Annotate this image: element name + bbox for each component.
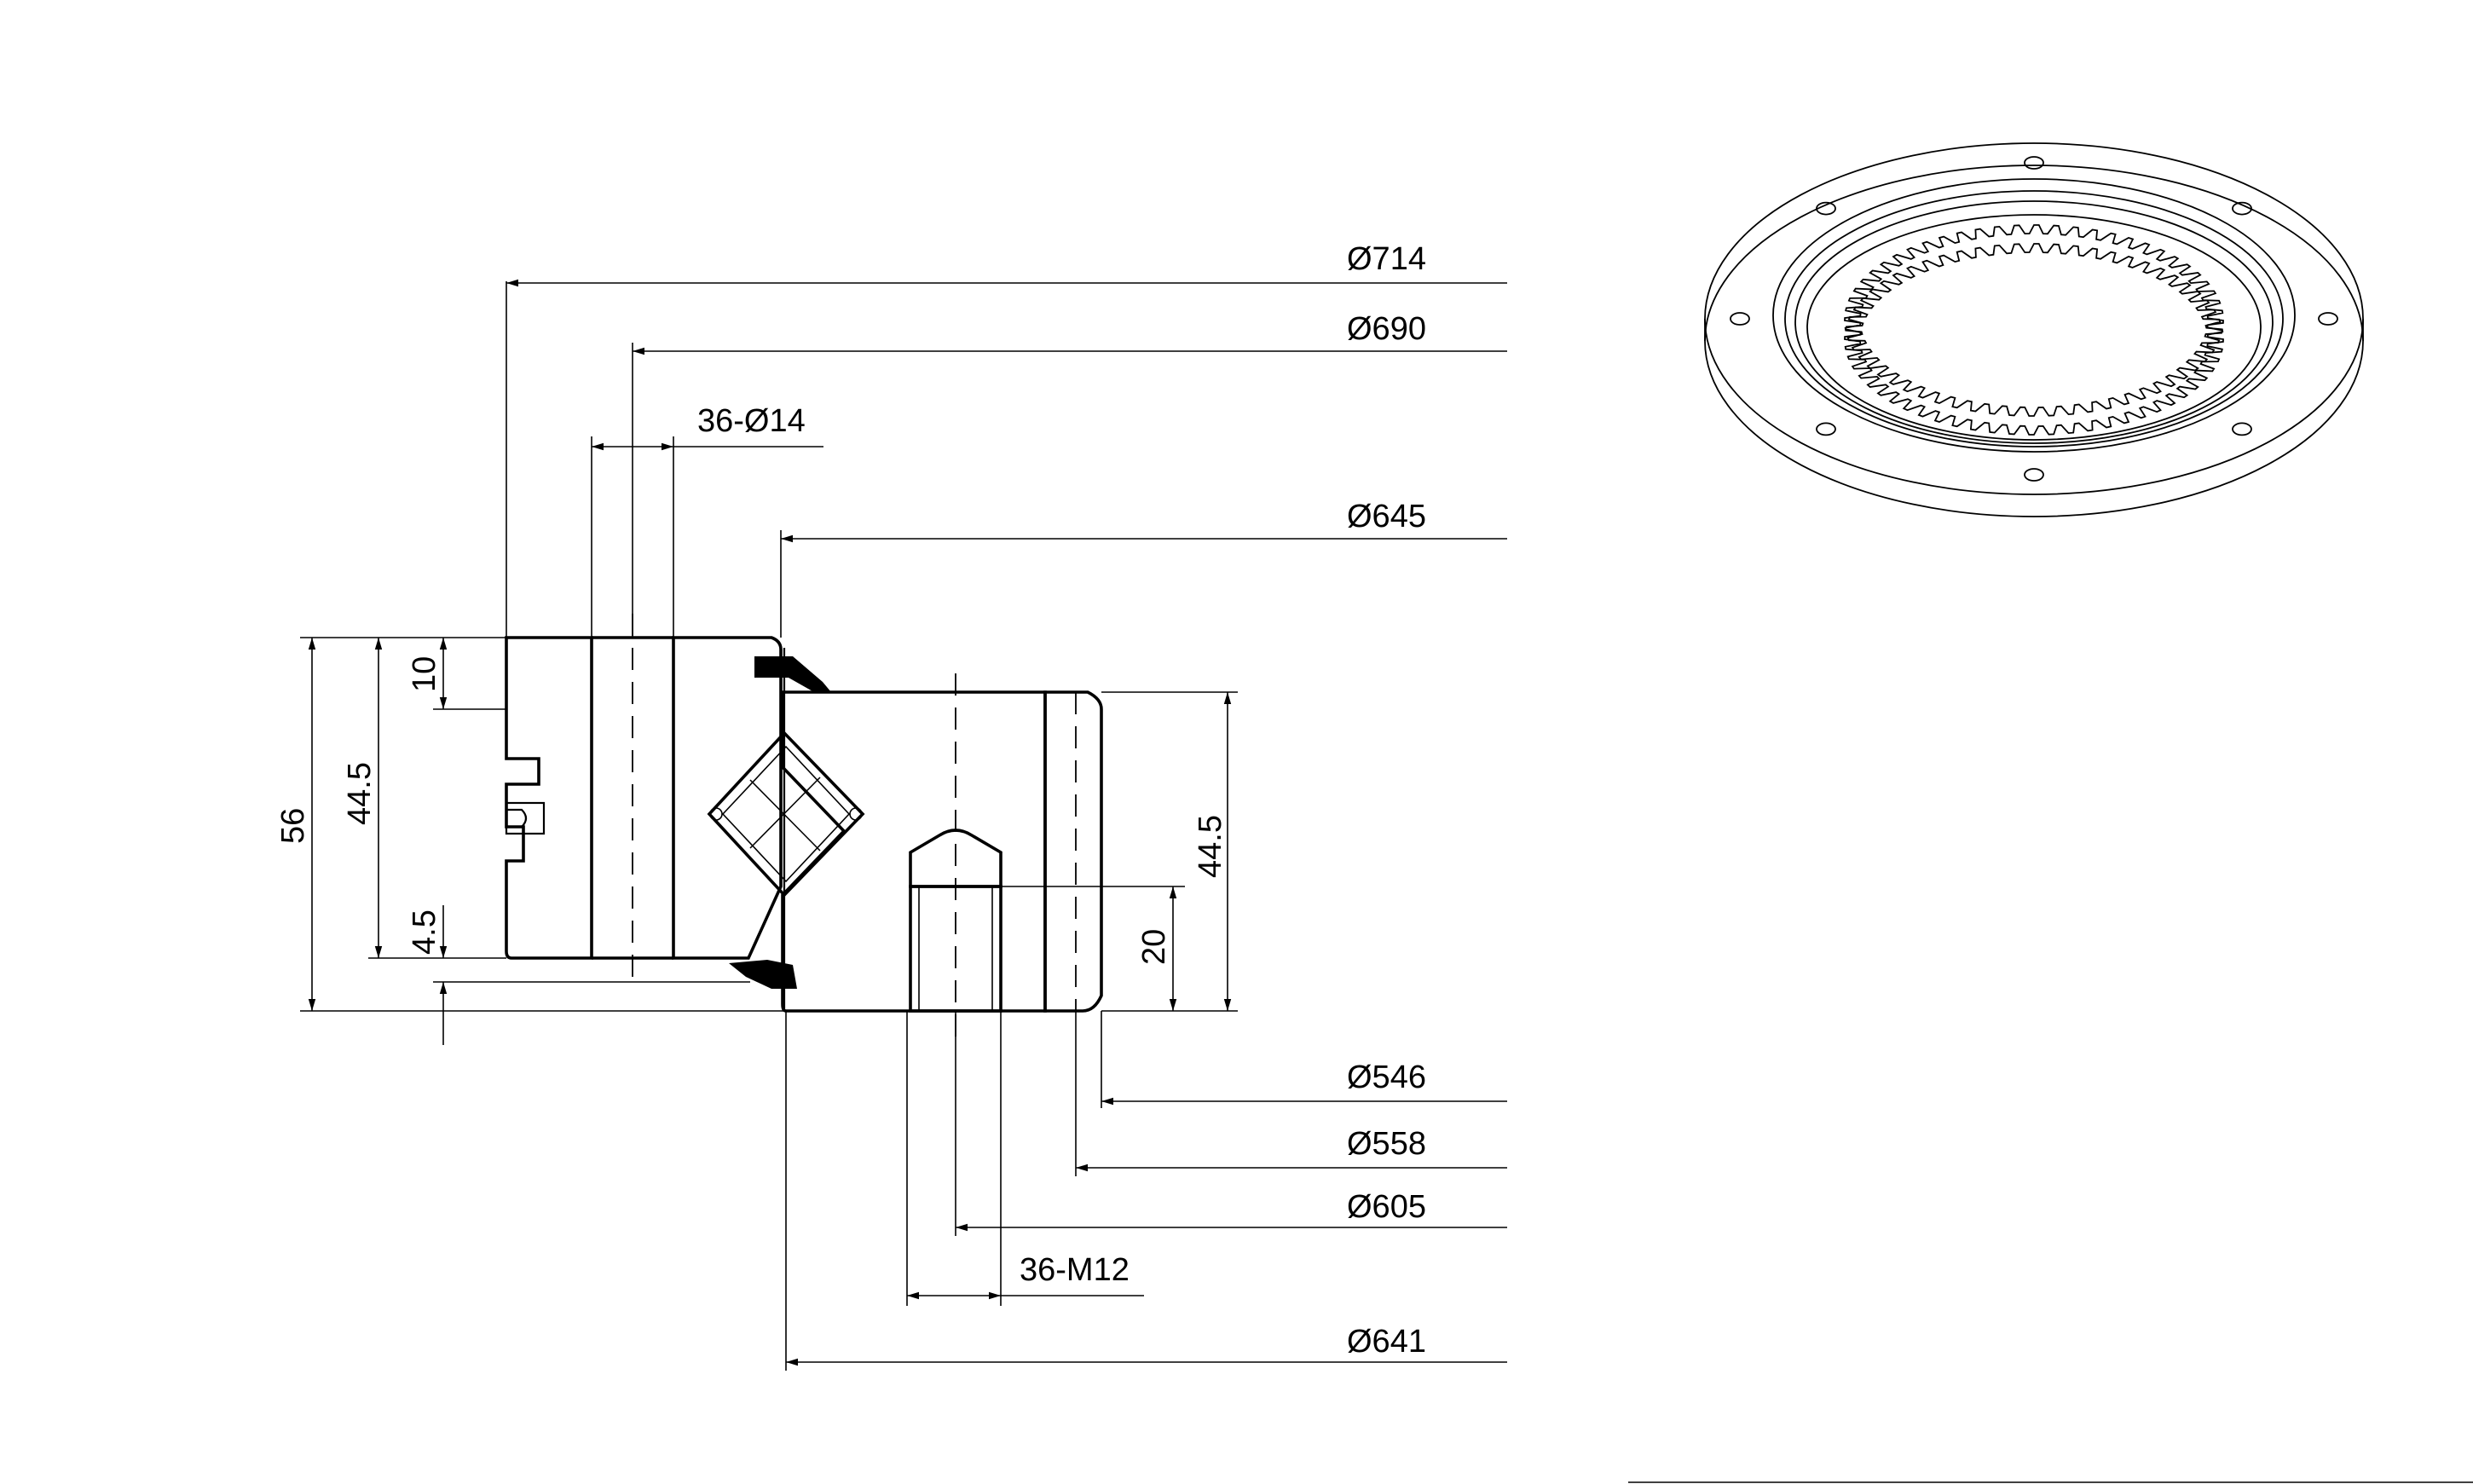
bolt-hole: [2024, 156, 2044, 170]
bolt-hole: [2318, 312, 2338, 326]
seal-top: [754, 656, 831, 692]
isometric-ring-view: [1704, 142, 2364, 517]
dim-d558: Ø558: [1347, 1126, 1426, 1162]
dim-h44-5-right: 44.5: [1193, 815, 1228, 878]
dim-h10: 10: [407, 656, 442, 692]
dim-d690: Ø690: [1347, 311, 1426, 347]
bolt-hole: [2232, 201, 2252, 216]
cross-section: [505, 614, 1103, 1048]
seal-bottom: [729, 960, 797, 989]
bolt-hole: [1730, 312, 1750, 326]
bolt-holes: [1730, 156, 2338, 482]
bolt-hole: [2232, 422, 2252, 436]
bolt-hole: [1816, 201, 1836, 216]
gear-teeth: [1844, 224, 2224, 436]
dim-d641: Ø641: [1347, 1324, 1426, 1360]
dim-h44-5-left: 44.5: [342, 762, 378, 825]
gear-profile: [1844, 224, 2224, 417]
outer-ring-left-part: [505, 636, 593, 960]
outer-ring-right-part: [672, 636, 783, 960]
dim-d546: Ø546: [1347, 1060, 1426, 1095]
bolt-hole: [1816, 422, 1836, 436]
inner-ring-gear-part: [1043, 690, 1103, 1013]
dim-d714: Ø714: [1347, 241, 1426, 277]
lube-nipple: [505, 801, 546, 835]
gear-profile-lower: [1844, 243, 2224, 436]
tapped-hole: [909, 673, 1002, 1048]
bolt-hole: [2024, 468, 2044, 482]
dim-holes: 36-Ø14: [697, 403, 806, 439]
dim-h4-5: 4.5: [407, 909, 442, 955]
dim-h20: 20: [1136, 929, 1172, 965]
dimensions: Ø714 Ø690 36-Ø14 Ø645 Ø546 Ø558 Ø605 36-: [275, 241, 1507, 1371]
dim-d645: Ø645: [1347, 499, 1426, 534]
dim-threads: 36-M12: [1020, 1252, 1130, 1288]
dim-d605: Ø605: [1347, 1189, 1426, 1225]
dim-h56: 56: [275, 808, 311, 844]
cross-roller: [707, 730, 865, 898]
